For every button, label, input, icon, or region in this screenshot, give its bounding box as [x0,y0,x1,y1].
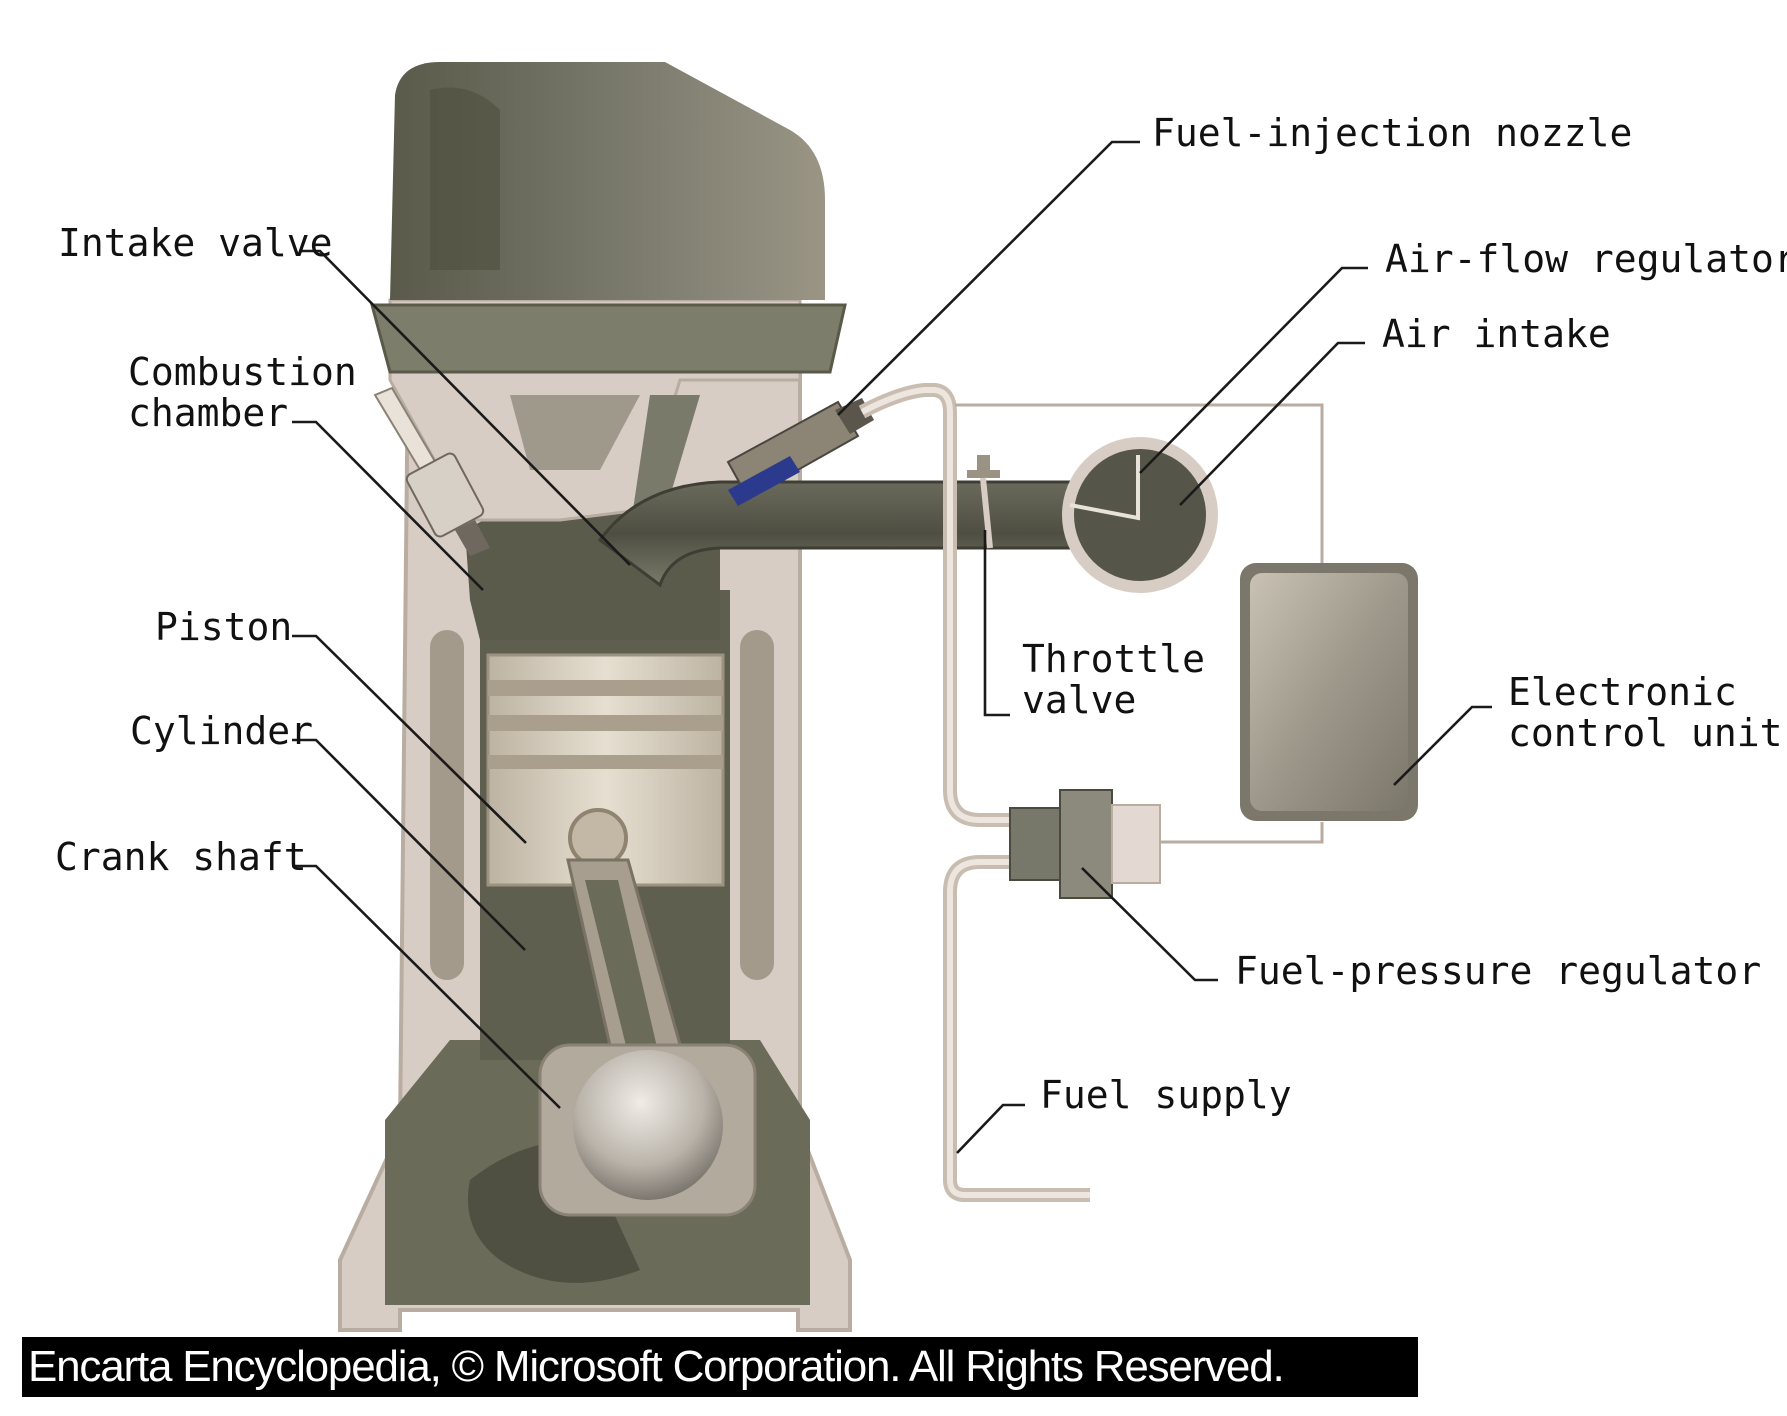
label-fuel-pressure-regulator: Fuel-pressure regulator [1235,949,1761,993]
label-fuel-injection-nozzle: Fuel-injection nozzle [1152,111,1632,155]
label-electronic-control-unit-line1: Electronic [1508,670,1737,714]
leader-fuel-injection-nozzle [838,142,1140,415]
copyright-credit: Encarta Encyclopedia, © Microsoft Corpor… [22,1337,1418,1397]
piston-ring-2 [488,715,723,731]
throttle-spindle [967,455,1000,478]
label-throttle-valve-line2: valve [1022,678,1136,722]
valve-cover-shade [430,88,500,271]
piston-ring-1 [488,680,723,696]
label-air-intake: Air intake [1382,312,1611,356]
coolant-passage-right [740,630,774,980]
label-cylinder: Cylinder [130,709,313,753]
label-crank-shaft: Crank shaft [55,835,307,879]
fuel-supply-line [950,862,1090,1195]
crank-shaft [573,1050,723,1200]
leader-air-flow-regulator [1140,268,1368,473]
label-electronic-control-unit-line2: control unit [1508,711,1783,755]
piston-pin [570,810,626,866]
leader-throttle-valve [985,530,1010,715]
label-combustion-chamber-line2: chamber [128,391,288,435]
coolant-passage-left [430,630,464,980]
fuel-pressure-regulator [1010,790,1160,898]
piston-ring-3 [488,755,723,769]
label-piston: Piston [155,605,292,649]
label-fuel-supply: Fuel supply [1040,1073,1292,1117]
ecu-wire-bottom [1160,822,1322,842]
labels: Fuel-injection nozzle Intake valve Air-f… [55,111,1787,1117]
head-gasket [372,305,845,372]
fuel-rail [862,390,1010,820]
label-throttle-valve-line1: Throttle [1022,637,1205,681]
label-air-flow-regulator: Air-flow regulator [1385,237,1787,281]
leader-fuel-supply [957,1105,1025,1153]
label-combustion-chamber-line1: Combustion [128,350,357,394]
electronic-control-unit [1240,563,1418,821]
label-intake-valve: Intake valve [58,221,333,265]
